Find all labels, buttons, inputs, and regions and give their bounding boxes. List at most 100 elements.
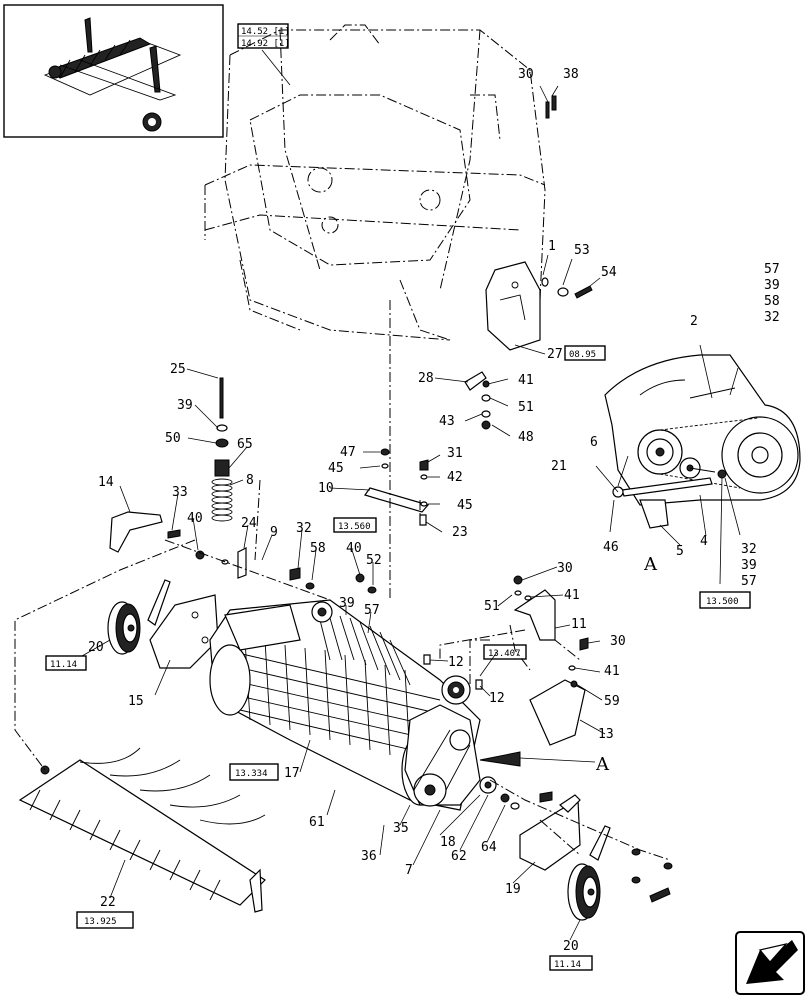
- ref-box-13-500: 13.500: [699, 591, 751, 609]
- callout: 65: [237, 437, 253, 452]
- callout: 32: [764, 310, 780, 325]
- ref-box-13-925: 13.925: [76, 911, 134, 929]
- ref-box-11-14-left: 11.14: [45, 655, 87, 671]
- ref-box-text: 13.560: [338, 522, 371, 532]
- view-arrow-label: A: [595, 754, 610, 775]
- callout: 20: [563, 939, 579, 954]
- callout: 9: [270, 525, 278, 540]
- leader-lines: [14, 49, 741, 941]
- ref-box-text: 13.334: [235, 769, 268, 779]
- callout: 59: [604, 694, 620, 709]
- callout-labels: 30 38 1 53 54 57 39 58 32 2 25 28 41 51 …: [88, 67, 780, 954]
- callout: 19: [505, 882, 521, 897]
- callout: 50: [165, 431, 181, 446]
- next-page-arrow-icon[interactable]: [735, 931, 805, 995]
- ref-box-text: 14.92 [1]: [241, 39, 290, 49]
- callout: 62: [451, 849, 467, 864]
- detail-view-label: A: [643, 554, 658, 575]
- callout: 46: [603, 540, 619, 555]
- callout: 45: [328, 461, 344, 476]
- callout: 6: [590, 435, 598, 450]
- callout: 30: [518, 67, 534, 82]
- detail-view-a: [604, 354, 801, 529]
- callout: 32: [296, 521, 312, 536]
- ref-box-13-560: 13.560: [333, 517, 377, 533]
- reference-boxes: 14.52 [1] 14.92 [1] 08.95 13.560 13.407 …: [45, 23, 751, 971]
- callout: 36: [361, 849, 377, 864]
- callout: 30: [557, 561, 573, 576]
- callout: 7: [405, 863, 413, 878]
- callout: 39: [339, 596, 355, 611]
- callout: 23: [452, 525, 468, 540]
- callout: 39: [764, 278, 780, 293]
- callout: 2: [690, 314, 698, 329]
- callout: 20: [88, 640, 104, 655]
- ref-box-13-407: 13.407: [483, 644, 527, 660]
- callout: 24: [241, 516, 257, 531]
- callout: 41: [564, 588, 580, 603]
- bracket-14: [109, 511, 247, 579]
- plate-10: [364, 448, 430, 526]
- callout: 10: [318, 481, 334, 496]
- callout: 58: [310, 541, 326, 556]
- callout: 57: [764, 262, 780, 277]
- side-bracket-27: [485, 261, 541, 351]
- callout: 12: [489, 691, 505, 706]
- callout: 31: [447, 446, 463, 461]
- inset-thumbnail: [3, 4, 224, 138]
- ref-box-text: 11.14: [554, 960, 581, 970]
- callout: 45: [457, 498, 473, 513]
- callout: 13: [598, 727, 614, 742]
- callout: 28: [418, 371, 434, 386]
- callout: 32: [741, 542, 757, 557]
- callout: 48: [518, 430, 534, 445]
- ref-box-14-52: 14.52 [1] 14.92 [1]: [237, 23, 290, 49]
- ref-box-11-14-right: 11.14: [549, 955, 593, 971]
- callout: 53: [574, 243, 590, 258]
- callout: 5: [676, 544, 684, 559]
- callout: 14: [98, 475, 114, 490]
- callout: 21: [551, 459, 567, 474]
- callout: 58: [764, 294, 780, 309]
- callout: 64: [481, 840, 497, 855]
- callout: 40: [346, 541, 362, 556]
- callout: 22: [100, 895, 116, 910]
- callout: 33: [172, 485, 188, 500]
- ref-box-text: 08.95: [569, 350, 596, 360]
- callout: 42: [447, 470, 463, 485]
- baler-frame-phantom: [204, 24, 546, 341]
- callout: 4: [700, 534, 708, 549]
- callout: 25: [170, 362, 186, 377]
- callout: 41: [518, 373, 534, 388]
- callout: 57: [364, 603, 380, 618]
- drive-side: [404, 675, 520, 810]
- ref-box-08-95: 08.95: [564, 345, 606, 361]
- ref-box-text: 11.14: [50, 660, 77, 670]
- callout: 27: [547, 347, 563, 362]
- left-gauge-wheel: [107, 579, 171, 655]
- callout: 15: [128, 694, 144, 709]
- callout: 41: [604, 664, 620, 679]
- ref-box-text: 13.407: [488, 649, 521, 659]
- callout: 12: [448, 655, 464, 670]
- callout: 52: [366, 553, 382, 568]
- callout: 39: [177, 398, 193, 413]
- callout: 51: [518, 400, 534, 415]
- callout: 51: [484, 599, 500, 614]
- callout: 30: [610, 634, 626, 649]
- callout: 38: [563, 67, 579, 82]
- callout: 43: [439, 414, 455, 429]
- windguard-22: [18, 747, 266, 913]
- callout: 47: [340, 445, 356, 460]
- hardware-28-stack: [464, 371, 491, 430]
- callout: 40: [187, 511, 203, 526]
- callout: 8: [246, 473, 254, 488]
- ref-box-text: 14.52 [1]: [241, 27, 290, 37]
- callout: 18: [440, 835, 456, 850]
- spring-assembly: [211, 377, 233, 522]
- callout: 57: [741, 574, 757, 589]
- callout: 61: [309, 815, 325, 830]
- callout: 54: [601, 265, 617, 280]
- callout: 17: [284, 766, 300, 781]
- callout: 1: [548, 239, 556, 254]
